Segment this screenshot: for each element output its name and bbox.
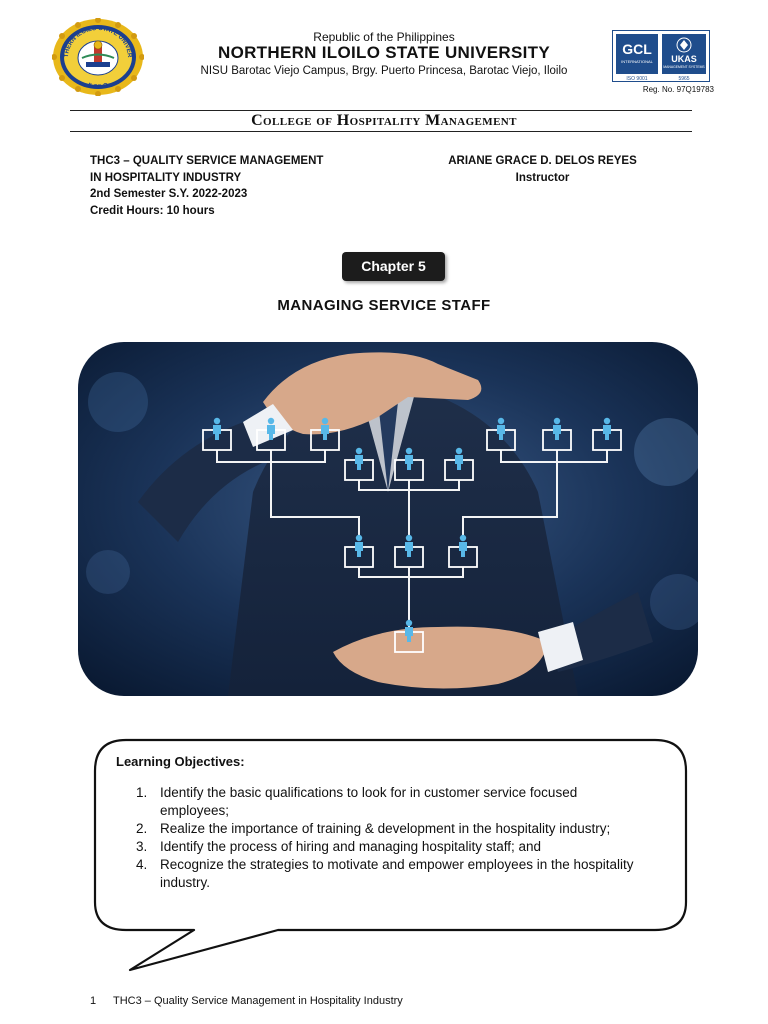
credit-hours: Credit Hours: 10 hours	[90, 204, 215, 217]
college-name: College of Hospitality Management	[251, 112, 517, 129]
chapter-badge: Chapter 5	[342, 252, 445, 281]
objective-number: 1.	[136, 785, 148, 800]
objective-item: 1. Identify the basic qualifications to l…	[116, 784, 636, 820]
republic-line: Republic of the Philippines	[313, 30, 455, 44]
objective-item: 3. Identify the process of hiring and man…	[116, 838, 636, 856]
objective-item: 4. Recognize the strategies to motivate a…	[116, 856, 636, 892]
svg-text:UKAS: UKAS	[671, 54, 697, 64]
svg-text:ISO 9001: ISO 9001	[626, 76, 647, 82]
svg-text:5965: 5965	[678, 76, 689, 82]
footer-text: THC3 – Quality Service Management in Hos…	[113, 995, 403, 1007]
registration-number: Reg. No. 97Q19783	[642, 85, 714, 94]
instructor-block: ARIANE GRACE D. DELOS REYES Instructor	[440, 153, 645, 186]
objective-number: 3.	[136, 839, 148, 854]
instructor-name: ARIANE GRACE D. DELOS REYES	[448, 155, 637, 167]
instructor-role: Instructor	[515, 171, 570, 184]
objective-text: Recognize the strategies to motivate and…	[160, 857, 634, 890]
header-rule-bottom	[70, 131, 692, 132]
semester: 2nd Semester S.Y. 2022-2023	[90, 188, 248, 200]
svg-text:GCL: GCL	[622, 41, 652, 57]
learning-objectives-bubble	[93, 738, 688, 972]
page-footer: 1 THC3 – Quality Service Management in Ho…	[90, 995, 403, 1007]
page-number: 1	[90, 995, 97, 1007]
course-info: THC3 – QUALITY SERVICE MANAGEMENT IN HOS…	[90, 153, 323, 219]
course-title-line1: THC3 – QUALITY SERVICE MANAGEMENT	[90, 155, 324, 167]
iso-certification-logo: GCL INTERNATIONAL UKAS MANAGEMENT SYSTEM…	[612, 30, 710, 82]
svg-text:INTERNATIONAL: INTERNATIONAL	[621, 59, 653, 64]
org-chart-hands-image	[78, 342, 698, 696]
university-seal-logo: NORTHERN ILOILO STATE UNIVERSITY ILOILO	[52, 18, 144, 96]
objective-number: 2.	[136, 821, 148, 836]
objective-number: 4.	[136, 857, 148, 872]
learning-objectives-title: Learning Objectives:	[116, 754, 245, 769]
objective-text: Identify the process of hiring and manag…	[160, 839, 541, 854]
header-rule-top	[70, 110, 692, 111]
chapter-title: MANAGING SERVICE STAFF	[277, 297, 491, 314]
course-title-line2: IN HOSPITALITY INDUSTRY	[90, 171, 242, 184]
objectives-list: 1. Identify the basic qualifications to l…	[116, 784, 636, 892]
svg-text:MANAGEMENT SYSTEMS: MANAGEMENT SYSTEMS	[663, 65, 705, 69]
svg-text:ILOILO: ILOILO	[87, 82, 110, 91]
campus-address: NISU Barotac Viejo Campus, Brgy. Puerto …	[200, 65, 568, 77]
objective-text: Realize the importance of training & dev…	[160, 821, 611, 836]
objective-item: 2. Realize the importance of training & d…	[116, 820, 636, 838]
objective-text: Identify the basic qualifications to loo…	[160, 785, 578, 818]
university-name: NORTHERN ILOILO STATE UNIVERSITY	[218, 43, 550, 62]
